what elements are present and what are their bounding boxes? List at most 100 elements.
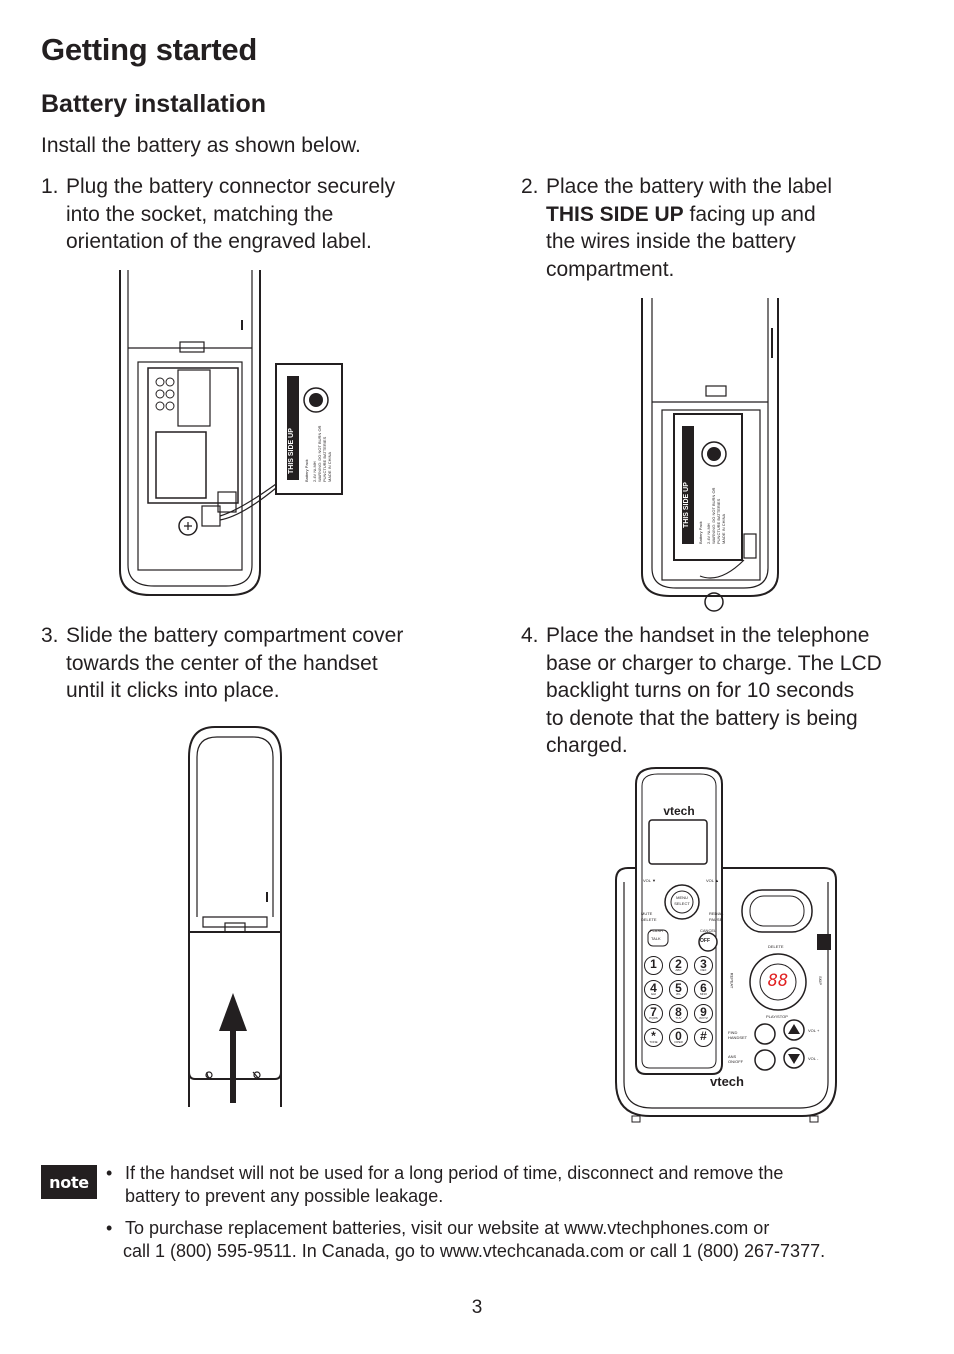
step-text: Plug the battery connector securely bbox=[66, 175, 396, 198]
battery-label-warning: PUNCTURE BATTERIES bbox=[716, 498, 721, 544]
battery-label-origin: MADE IN CHINA bbox=[721, 513, 726, 544]
step-text: the wires inside the battery bbox=[546, 230, 796, 253]
led-counter: 88 bbox=[767, 971, 789, 991]
keypad-key-label: 3 bbox=[700, 957, 707, 971]
flash-label: FLASH bbox=[650, 928, 663, 933]
phone-on-base-illustration: vtech MENU SELECT VOL ▼ VOL ▲ MUTE DELET… bbox=[612, 764, 840, 1124]
base-delete-label: DELETE bbox=[768, 944, 784, 949]
note-text: To purchase replacement batteries, visit… bbox=[125, 1218, 770, 1238]
note-text: battery to prevent any possible leakage. bbox=[125, 1185, 444, 1206]
battery-label-warning: WARNING: DO NOT BURN OR bbox=[711, 487, 716, 544]
bullet: • bbox=[106, 1218, 113, 1238]
keypad-key-label: 2 bbox=[675, 957, 682, 971]
step-text: Place the battery with the label bbox=[546, 175, 833, 198]
keypad-key-sublabel: JKL bbox=[675, 992, 682, 996]
keypad-key-sublabel: PQRS bbox=[649, 1016, 658, 1020]
keypad-key-sublabel: ABC bbox=[675, 968, 682, 972]
talk-key: TALK bbox=[651, 936, 661, 941]
find-handset-label: FIND HANDSET bbox=[728, 1030, 748, 1040]
intro-text: Install the battery as shown below. bbox=[41, 134, 361, 157]
keypad-key: 1 bbox=[644, 956, 663, 975]
battery-label-warning: PUNCTURE BATTERIES bbox=[322, 436, 327, 482]
battery-label-spec: 2.4V Ni-MH bbox=[312, 461, 317, 482]
handset-brand-logo: vtech bbox=[663, 804, 695, 818]
vol-minus-label: VOL - bbox=[808, 1056, 819, 1061]
keypad-key-label: 5 bbox=[675, 981, 682, 995]
step-number: 2. bbox=[521, 175, 539, 198]
step-text: towards the center of the handset bbox=[66, 651, 378, 675]
bullet: • bbox=[106, 1163, 113, 1183]
step-text: until it clicks into place. bbox=[66, 679, 280, 702]
step-text: compartment. bbox=[546, 257, 675, 281]
keypad-key-label: 9 bbox=[700, 1005, 707, 1019]
step-text: backlight turns on for 10 seconds bbox=[546, 679, 855, 702]
nav-menu-label: MENU bbox=[676, 895, 688, 900]
battery-label-warning: WARNING: DO NOT BURN OR bbox=[317, 425, 322, 482]
battery-placed-illustration: THIS SIDE UP Battery Pack 2.4V Ni-MH WAR… bbox=[641, 298, 779, 612]
keypad-key: # bbox=[694, 1028, 713, 1047]
nav-select-label: SELECT bbox=[674, 901, 690, 906]
note-badge: note bbox=[41, 1165, 97, 1199]
keypad-key-label: 0 bbox=[675, 1029, 682, 1043]
keypad-key-label: 7 bbox=[650, 1005, 657, 1019]
pause-label: PAUSE bbox=[709, 917, 723, 922]
slide-cover-illustration bbox=[188, 726, 282, 1107]
battery-label-pack: Battery Pack bbox=[304, 459, 309, 482]
keypad-key: *TONE bbox=[644, 1028, 663, 1047]
keypad-key-label: * bbox=[651, 1029, 656, 1043]
mute-label: MUTE bbox=[641, 911, 653, 916]
cancel-label: CANCEL bbox=[700, 928, 717, 933]
keypad-key-label: 4 bbox=[650, 981, 657, 995]
step-emphasis: THIS SIDE UP bbox=[546, 202, 684, 226]
keypad-key-label: 1 bbox=[650, 957, 657, 971]
step-text: Slide the battery compartment cover bbox=[66, 624, 404, 647]
step-number: 3. bbox=[41, 624, 59, 647]
off-key: OFF bbox=[700, 938, 710, 944]
repeat-label: REPEAT bbox=[729, 972, 735, 989]
keypad-key-sublabel: TONE bbox=[649, 1040, 658, 1044]
redial-label: REDIAL bbox=[709, 911, 724, 916]
step-text: to denote that the battery is being bbox=[546, 706, 858, 730]
step-text: into the socket, matching the bbox=[66, 202, 334, 226]
step-number: 1. bbox=[41, 175, 59, 198]
battery-label-side-up: THIS SIDE UP bbox=[288, 428, 295, 474]
keypad-key-label: 8 bbox=[675, 1005, 682, 1019]
battery-label-side-up: THIS SIDE UP bbox=[683, 482, 690, 528]
note-text: If the handset will not be used for a lo… bbox=[125, 1163, 784, 1183]
step-text: orientation of the engraved label. bbox=[66, 230, 372, 253]
play-stop-label: PLAY/STOP bbox=[766, 1014, 788, 1019]
battery-label-spec: 2.4V Ni-MH bbox=[706, 523, 711, 544]
base-brand-logo: vtech bbox=[710, 1074, 744, 1089]
vol-up-label: VOL ▲ bbox=[706, 878, 719, 883]
step-text: base or charger to charge. The LCD bbox=[546, 651, 882, 675]
keypad-key-sublabel: TUV bbox=[675, 1016, 682, 1020]
step-text: charged. bbox=[546, 734, 628, 757]
skip-label: SKIP bbox=[818, 975, 824, 986]
step-number: 4. bbox=[521, 624, 539, 647]
delete-label: DELETE bbox=[641, 917, 657, 922]
ans-onoff-label: ANS ON/OFF bbox=[728, 1054, 744, 1064]
step-text: Place the handset in the telephone bbox=[546, 624, 870, 647]
step-text: facing up and bbox=[683, 202, 816, 226]
battery-label-origin: MADE IN CHINA bbox=[327, 451, 332, 482]
keypad-key-sublabel: OPER bbox=[674, 1040, 683, 1044]
keypad-key-sublabel: MNO bbox=[700, 992, 707, 996]
keypad-key-sublabel: DEF bbox=[700, 968, 707, 972]
keypad-key-label: 6 bbox=[700, 981, 707, 995]
note-text: call 1 (800) 595-9511. In Canada, go to … bbox=[123, 1240, 826, 1261]
page-title: Getting started bbox=[41, 32, 257, 67]
vol-down-label: VOL ▼ bbox=[643, 878, 656, 883]
page-number: 3 bbox=[471, 1297, 483, 1318]
battery-connector-illustration: THIS SIDE UP Battery Pack 2.4V Ni-MH WAR… bbox=[119, 270, 343, 596]
vol-plus-label: VOL + bbox=[808, 1028, 820, 1033]
